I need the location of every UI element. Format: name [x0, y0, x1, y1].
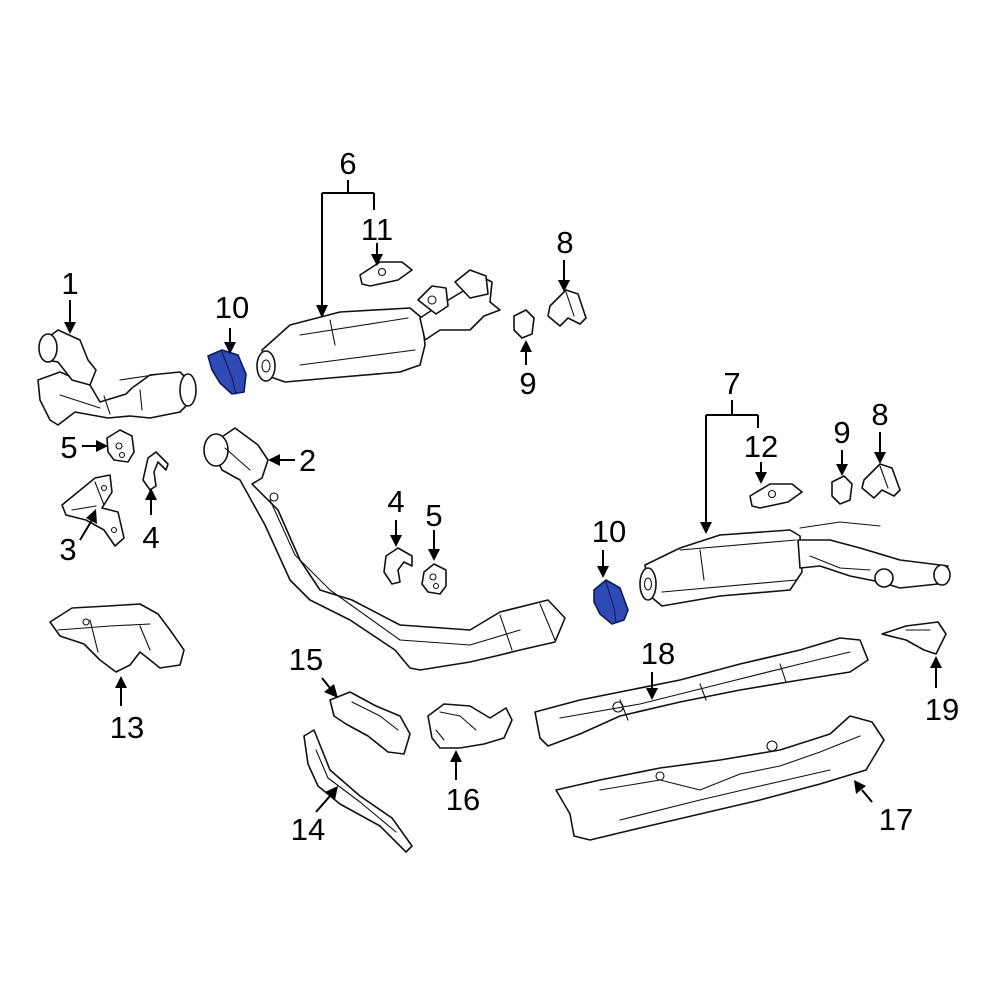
callout-17: 17 [879, 802, 913, 837]
part-17-heat-shield-lower-long[interactable] [555, 715, 885, 841]
callout-6: 6 [339, 146, 356, 181]
callout-19: 19 [925, 692, 959, 727]
callout-3: 3 [59, 532, 76, 567]
part-3-bracket[interactable] [61, 474, 125, 547]
callout-5-left: 5 [60, 430, 77, 465]
part-8-hanger-lower[interactable] [861, 463, 901, 499]
part-2-front-pipe[interactable] [203, 427, 566, 671]
part-8-hanger-upper[interactable] [547, 289, 587, 327]
callout-13: 13 [110, 710, 144, 745]
callout-12: 12 [744, 429, 778, 464]
callout-4-center: 4 [387, 484, 404, 519]
callout-9-lower: 9 [833, 415, 850, 450]
callout-5-center: 5 [425, 498, 442, 533]
leader-lines [64, 180, 942, 813]
part-13-heat-shield-left[interactable] [49, 603, 185, 673]
part-19-heat-shield-small[interactable] [881, 621, 947, 655]
callout-18: 18 [641, 636, 675, 671]
callout-11: 11 [361, 212, 393, 247]
callout-10-lower: 10 [592, 514, 626, 549]
part-1-front-converter[interactable] [37, 329, 197, 426]
part-4-bracket-center[interactable] [383, 547, 413, 585]
callout-1: 1 [61, 266, 78, 301]
part-7-rear-muffler[interactable] [639, 521, 951, 607]
part-18-heat-shield-long[interactable] [534, 637, 869, 747]
part-9-isolator-lower[interactable] [831, 475, 853, 505]
part-16-heat-shield-small[interactable] [427, 703, 513, 749]
callout-16: 16 [446, 782, 480, 817]
part-15-shield-bracket[interactable] [329, 691, 411, 755]
part-5-hanger-center[interactable] [421, 563, 447, 595]
callout-7: 7 [723, 366, 740, 401]
callout-2: 2 [299, 443, 316, 478]
callout-14: 14 [291, 812, 325, 847]
part-6-muffler-upper[interactable] [256, 269, 501, 383]
part-14-heat-shield-lower[interactable] [303, 729, 413, 853]
part-10-clamp-upper[interactable] [207, 349, 247, 395]
part-11-clip-upper[interactable] [359, 261, 413, 287]
part-4-bracket-left[interactable] [142, 451, 169, 491]
callout-4-left: 4 [142, 520, 159, 555]
callout-15: 15 [289, 642, 323, 677]
callout-8-lower: 8 [871, 397, 888, 432]
part-9-isolator-upper[interactable] [513, 309, 535, 339]
part-10-clamp-lower[interactable] [593, 579, 629, 625]
callout-numbers: 1 2 3 4 4 5 5 6 7 8 8 9 9 10 10 11 12 13… [59, 146, 959, 847]
part-5-hanger-left[interactable] [106, 429, 135, 463]
callout-10-upper: 10 [215, 290, 249, 325]
callout-9-upper: 9 [519, 366, 536, 401]
part-12-clip-lower[interactable] [749, 483, 803, 509]
callout-8-upper: 8 [556, 225, 573, 260]
